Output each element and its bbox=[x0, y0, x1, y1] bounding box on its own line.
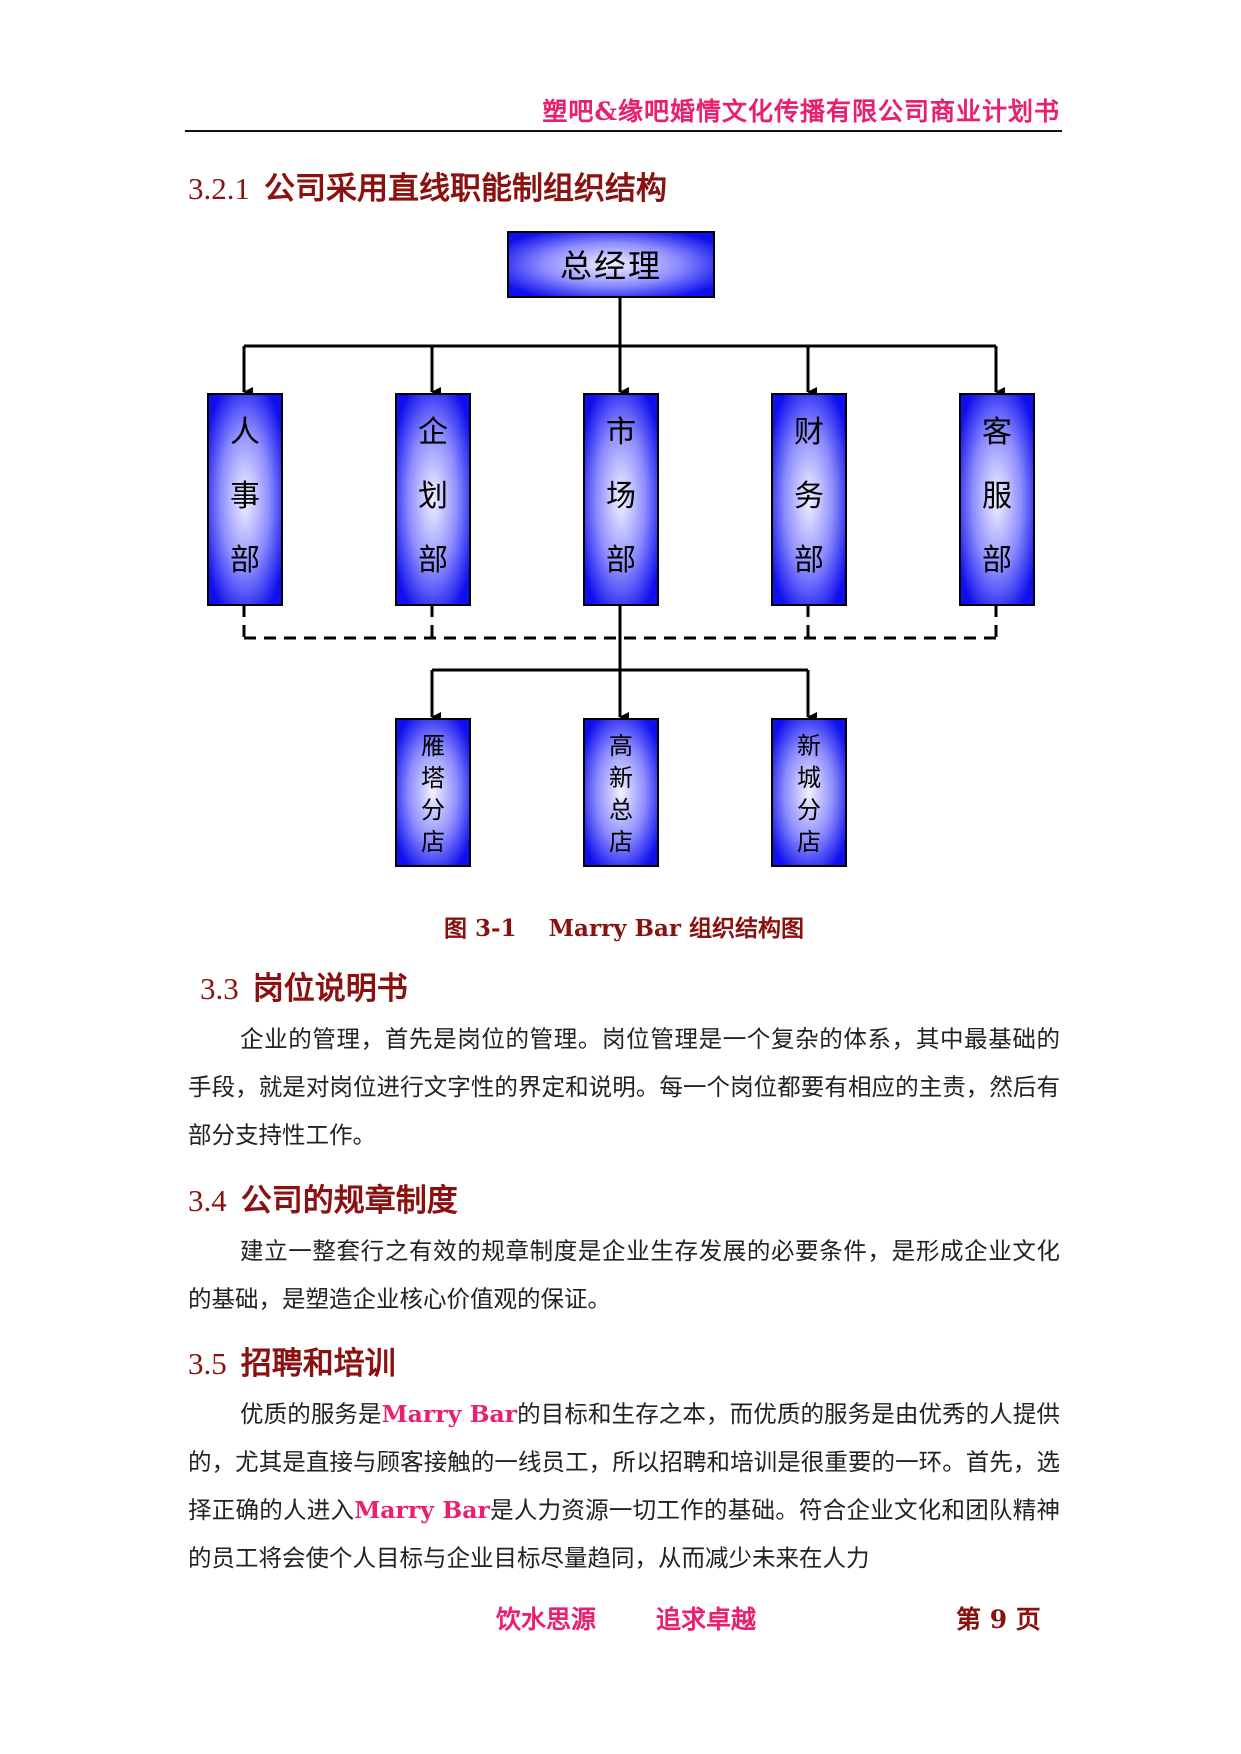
org-box-department bbox=[771, 393, 847, 606]
footer-motto-2: 追求卓越 bbox=[656, 1605, 757, 1634]
org-department-label: 人事部 bbox=[230, 415, 260, 578]
org-chart-connectors bbox=[242, 297, 1005, 722]
body-text: 是人力资源一切工作的基础。符合企业文化和团队精神的员工将会使个人目标与企业目标尽… bbox=[188, 1496, 1061, 1572]
body-text: 优质的服务是 bbox=[240, 1400, 382, 1428]
header-divider bbox=[185, 130, 1062, 132]
org-department-label: 客服部 bbox=[982, 415, 1012, 578]
figure-caption-text: Marry Bar 组织结构图 bbox=[548, 915, 805, 942]
document-header-title: 塑吧&缘吧婚情文化传播有限公司商业计划书 bbox=[542, 97, 1060, 126]
org-department-label: 财务部 bbox=[794, 415, 824, 578]
body-text: 的目标和生存之本，而优质的服务是由优秀的人提供的，尤其是直接与顾客接触的一线员工… bbox=[188, 1400, 1061, 1524]
section-title: 岗位说明书 bbox=[252, 971, 408, 1007]
figure-label: 图 3-1 bbox=[443, 915, 517, 942]
section-heading-3-2-1: 3.2.1 公司采用直线职能制组织结构 bbox=[188, 163, 667, 208]
org-branch-label: 雁塔分店 bbox=[421, 732, 445, 856]
org-box-branch bbox=[583, 718, 659, 867]
org-box-department bbox=[395, 393, 471, 606]
org-department-label: 市场部 bbox=[606, 415, 636, 578]
section-heading-3-3: 3.3 岗位说明书 bbox=[200, 963, 408, 1008]
section-3-3-body: 企业的管理，首先是岗位的管理。岗位管理是一个复杂的体系，其中最基础的手段，就是对… bbox=[188, 1025, 1060, 1149]
org-chart-dashed-links bbox=[242, 605, 998, 640]
org-chart: 总经理 人事部 企划部 市场部 财务部 客服部 雁塔分店 高新总店 新城分店 bbox=[207, 231, 1035, 867]
section-number: 3.4 bbox=[188, 1183, 227, 1218]
figure-caption: 图 3-1 Marry Bar 组织结构图 bbox=[188, 909, 1060, 943]
section-title: 招聘和培训 bbox=[240, 1346, 396, 1382]
section-number: 3.3 bbox=[200, 971, 239, 1006]
org-box-department bbox=[207, 393, 283, 606]
section-title: 公司采用直线职能制组织结构 bbox=[264, 171, 667, 207]
org-box-general-manager-label: 总经理 bbox=[560, 247, 662, 285]
brand-name: Marry Bar bbox=[354, 1496, 490, 1524]
org-branch-label: 新城分店 bbox=[797, 732, 821, 856]
section-title: 公司的规章制度 bbox=[240, 1183, 458, 1219]
org-department-label: 企划部 bbox=[418, 415, 448, 578]
brand-name: Marry Bar bbox=[381, 1400, 518, 1428]
org-departments: 人事部 企划部 市场部 财务部 客服部 bbox=[207, 393, 1035, 606]
footer-page-number: 第 9 页 bbox=[956, 1605, 1041, 1634]
org-box-branch bbox=[395, 718, 471, 867]
org-box-department bbox=[583, 393, 659, 606]
org-box-branch bbox=[771, 718, 847, 867]
footer-motto-1: 饮水思源 bbox=[496, 1605, 597, 1634]
org-box-department bbox=[959, 393, 1035, 606]
section-number: 3.5 bbox=[188, 1346, 227, 1381]
section-heading-3-4: 3.4 公司的规章制度 bbox=[188, 1175, 458, 1220]
section-number: 3.2.1 bbox=[188, 171, 250, 206]
section-3-5-body: 优质的服务是Marry Bar的目标和生存之本，而优质的服务是由优秀的人提供的，… bbox=[188, 1390, 1060, 1582]
org-branches: 雁塔分店 高新总店 新城分店 bbox=[395, 718, 847, 867]
org-box-general-manager bbox=[507, 231, 715, 298]
org-branch-label: 高新总店 bbox=[609, 732, 633, 856]
section-heading-3-5: 3.5 招聘和培训 bbox=[188, 1338, 396, 1383]
section-3-4-body: 建立一整套行之有效的规章制度是企业生存发展的必要条件，是形成企业文化的基础，是塑… bbox=[188, 1237, 1060, 1313]
